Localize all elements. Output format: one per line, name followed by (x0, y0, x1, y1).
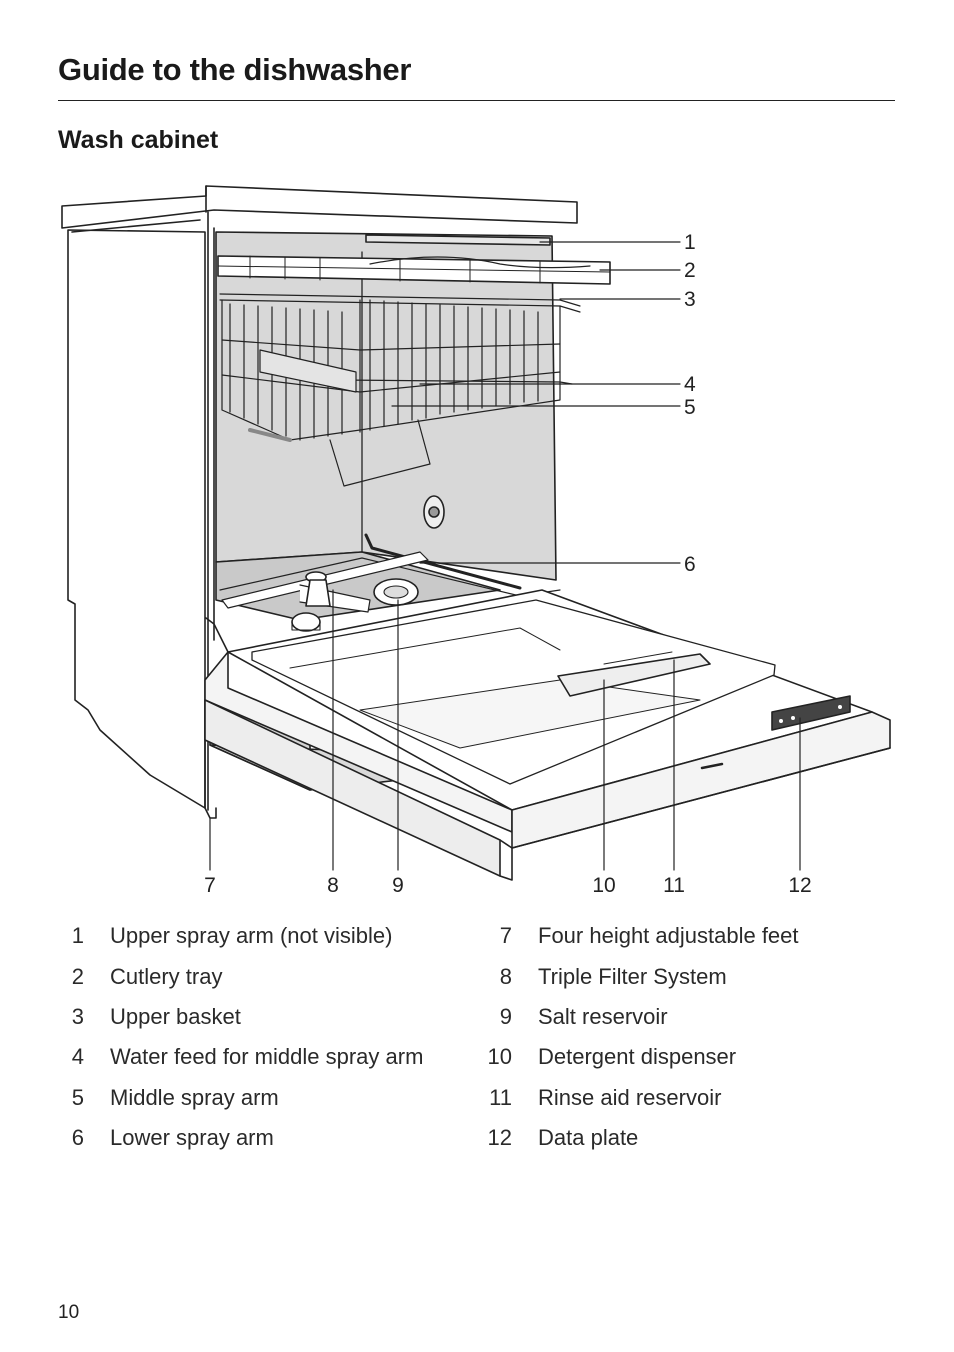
legend-item: 8 Triple Filter System (486, 956, 799, 996)
legend-label: Triple Filter System (538, 963, 727, 989)
legend-left-column: 1 Upper spray arm (not visible) 2 Cutler… (58, 916, 424, 1158)
legend-label: Upper basket (110, 1003, 241, 1029)
callout-number: 9 (392, 874, 404, 897)
callout-number: 2 (684, 259, 696, 282)
tub-interior (215, 231, 561, 621)
legend-right-column: 7 Four height adjustable feet 8 Triple F… (486, 916, 799, 1158)
section-heading: Wash cabinet (58, 126, 219, 154)
legend-item: 5 Middle spray arm (58, 1078, 423, 1118)
callout-number: 3 (684, 288, 696, 311)
callout-number: 1 (684, 231, 696, 254)
callout-number: 12 (788, 874, 811, 897)
legend-item: 10 Detergent dispenser (486, 1037, 799, 1077)
legend-item: 1 Upper spray arm (not visible) (58, 916, 423, 956)
legend-number: 7 (499, 923, 512, 949)
callout-number: 4 (684, 373, 696, 396)
callout-number: 6 (684, 553, 696, 576)
legend-item: 6 Lower spray arm (58, 1118, 423, 1158)
callout-number: 5 (684, 396, 696, 419)
cutlery-tray (217, 255, 611, 285)
legend-number: 12 (487, 1125, 512, 1151)
legend-label: Four height adjustable feet (538, 923, 799, 949)
legend-item: 3 Upper basket (58, 997, 423, 1037)
page-title: Guide to the dishwasher (58, 52, 412, 87)
legend-number: 4 (71, 1044, 84, 1070)
callout-number: 10 (592, 874, 615, 897)
leader-lines (209, 241, 801, 871)
lower-components (221, 551, 429, 632)
callout-number: 11 (663, 874, 685, 897)
legend-number: 9 (499, 1003, 512, 1029)
legend-item: 12 Data plate (486, 1118, 799, 1158)
legend-item: 4 Water feed for middle spray arm (58, 1037, 424, 1077)
legend-label: Water feed for middle spray arm (110, 1044, 424, 1070)
legend-number: 10 (487, 1044, 512, 1070)
legend-number: 1 (71, 923, 84, 949)
legend-label: Salt reservoir (538, 1003, 668, 1029)
callout-number: 8 (327, 874, 339, 897)
legend-number: 2 (71, 963, 84, 989)
legend-item: 2 Cutlery tray (58, 956, 423, 996)
title-divider (58, 100, 895, 101)
legend-item: 11 Rinse aid reservoir (486, 1078, 799, 1118)
legend-number: 6 (71, 1125, 84, 1151)
legend-label: Cutlery tray (110, 963, 223, 989)
legend-number: 8 (499, 963, 512, 989)
legend-item: 7 Four height adjustable feet (486, 916, 799, 956)
legend-label: Detergent dispenser (538, 1044, 737, 1070)
legend-label: Data plate (538, 1125, 639, 1151)
open-door (204, 589, 891, 881)
legend-label: Middle spray arm (110, 1084, 279, 1110)
callout-number: 7 (204, 874, 216, 897)
legend-label: Rinse aid reservoir (538, 1084, 722, 1110)
callout-numbers: 1 2 3 4 5 6 7 8 9 10 11 12 (204, 231, 812, 897)
legend-number: 11 (489, 1084, 512, 1110)
legend-number: 3 (71, 1003, 84, 1029)
legend-label: Upper spray arm (not visible) (110, 923, 393, 949)
page-number: 10 (58, 1302, 80, 1323)
legend-label: Lower spray arm (110, 1125, 274, 1151)
dishwasher-illustration: 1 2 3 4 5 6 7 8 9 10 11 12 (61, 185, 891, 897)
legend-number: 5 (71, 1084, 84, 1110)
legend-item: 9 Salt reservoir (486, 997, 799, 1037)
